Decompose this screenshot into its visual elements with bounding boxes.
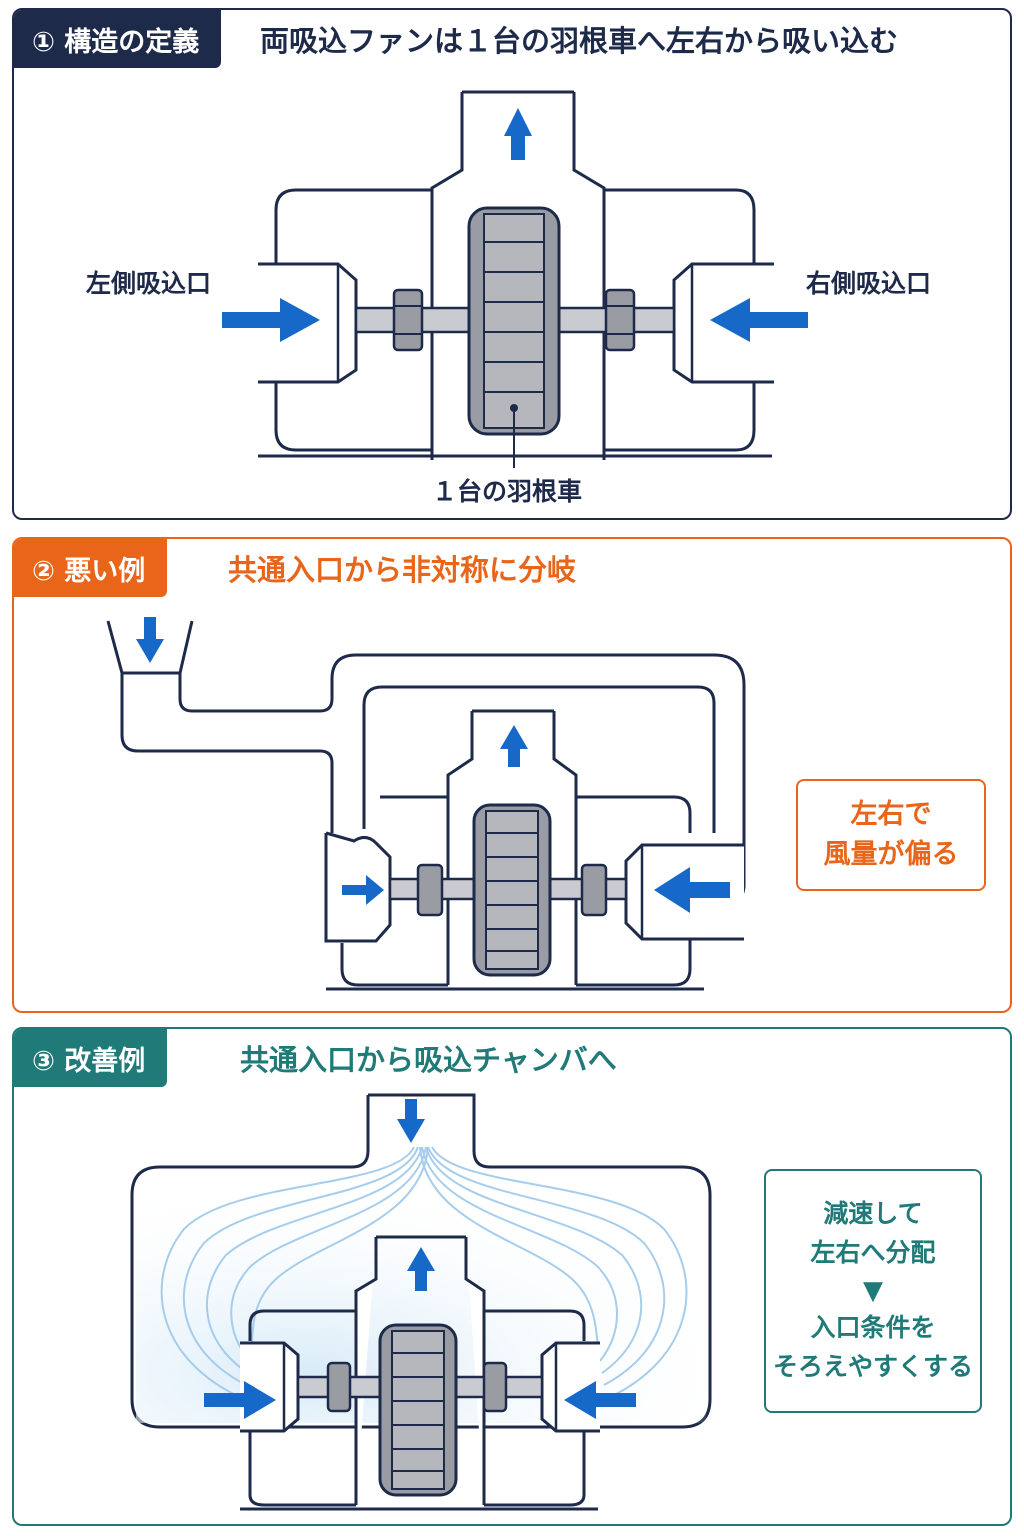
panel-bad-example: ② 悪い例 共通入口から非対称に分岐 左右で 風量が偏る <box>12 537 1012 1013</box>
panel2-headline: 共通入口から非対称に分岐 <box>228 553 577 587</box>
callout-line-1: 減速して <box>823 1199 923 1229</box>
fan-housing <box>340 795 692 987</box>
callout-line-2: 左右へ分配 <box>810 1238 936 1268</box>
fan-housing <box>274 188 756 452</box>
outlet-up-arrow-icon <box>407 1247 435 1291</box>
callout-line-2: 風量が偏る <box>823 839 959 870</box>
distribution-callout: 減速して 左右へ分配 ▼ 入口条件を そろえやすくする <box>764 1169 982 1413</box>
left-bearing <box>392 288 424 352</box>
right-bearing <box>482 1361 508 1413</box>
callout-down-triangle-icon: ▼ <box>863 1275 883 1306</box>
fan-structure-diagram <box>14 10 1010 518</box>
outlet-up-arrow-icon <box>500 725 528 767</box>
asymmetric-branch-diagram <box>14 539 1010 1011</box>
left-bearing <box>326 1361 352 1413</box>
left-bearing <box>416 863 444 917</box>
inner-branch-duct <box>362 685 716 833</box>
right-inlet-arrow-icon <box>654 867 730 913</box>
airflow-imbalance-callout: 左右で 風量が偏る <box>796 779 986 891</box>
callout-line-3: 入口条件を <box>810 1313 936 1343</box>
callout-line-1: 左右で <box>850 798 932 830</box>
panel1-headline: 両吸込ファンは１台の羽根車へ左右から吸い込む <box>260 24 899 58</box>
left-inlet-arrow-icon <box>222 298 320 342</box>
outlet-up-arrow-icon <box>504 108 532 160</box>
impeller-label: １台の羽根車 <box>432 477 583 506</box>
inlet-down-arrow-icon <box>136 617 164 663</box>
inlet-down-arrow-icon <box>397 1099 425 1143</box>
right-inlet-arrow-icon <box>564 1381 636 1419</box>
right-bearing <box>580 863 608 917</box>
right-bearing <box>604 288 636 352</box>
panel2-tag: ② 悪い例 <box>14 539 168 597</box>
panel-structure-definition: ① 構造の定義 両吸込ファンは１台の羽根車へ左右から吸い込む 左側吸込口 右側吸… <box>12 8 1012 520</box>
right-inlet-label: 右側吸込口 <box>806 269 932 298</box>
panel3-headline: 共通入口から吸込チャンバへ <box>240 1043 617 1077</box>
right-inlet-arrow-icon <box>710 298 808 342</box>
left-inlet-arrow-icon <box>204 1381 276 1419</box>
panel1-tag: ① 構造の定義 <box>14 10 222 68</box>
left-inlet-small-arrow-icon <box>342 875 384 905</box>
callout-line-4: そろえやすくする <box>772 1351 973 1381</box>
left-inlet-label: 左側吸込口 <box>86 269 212 298</box>
fan-housing <box>248 1309 586 1507</box>
airflow-streamlines <box>160 1146 688 1400</box>
panel-improved-example: ③ 改善例 共通入口から吸込チャンバへ 減速して 左右へ分配 ▼ 入口条件を そ… <box>12 1027 1012 1526</box>
suction-chamber-diagram <box>14 1029 1010 1524</box>
panel3-tag: ③ 改善例 <box>14 1029 168 1087</box>
